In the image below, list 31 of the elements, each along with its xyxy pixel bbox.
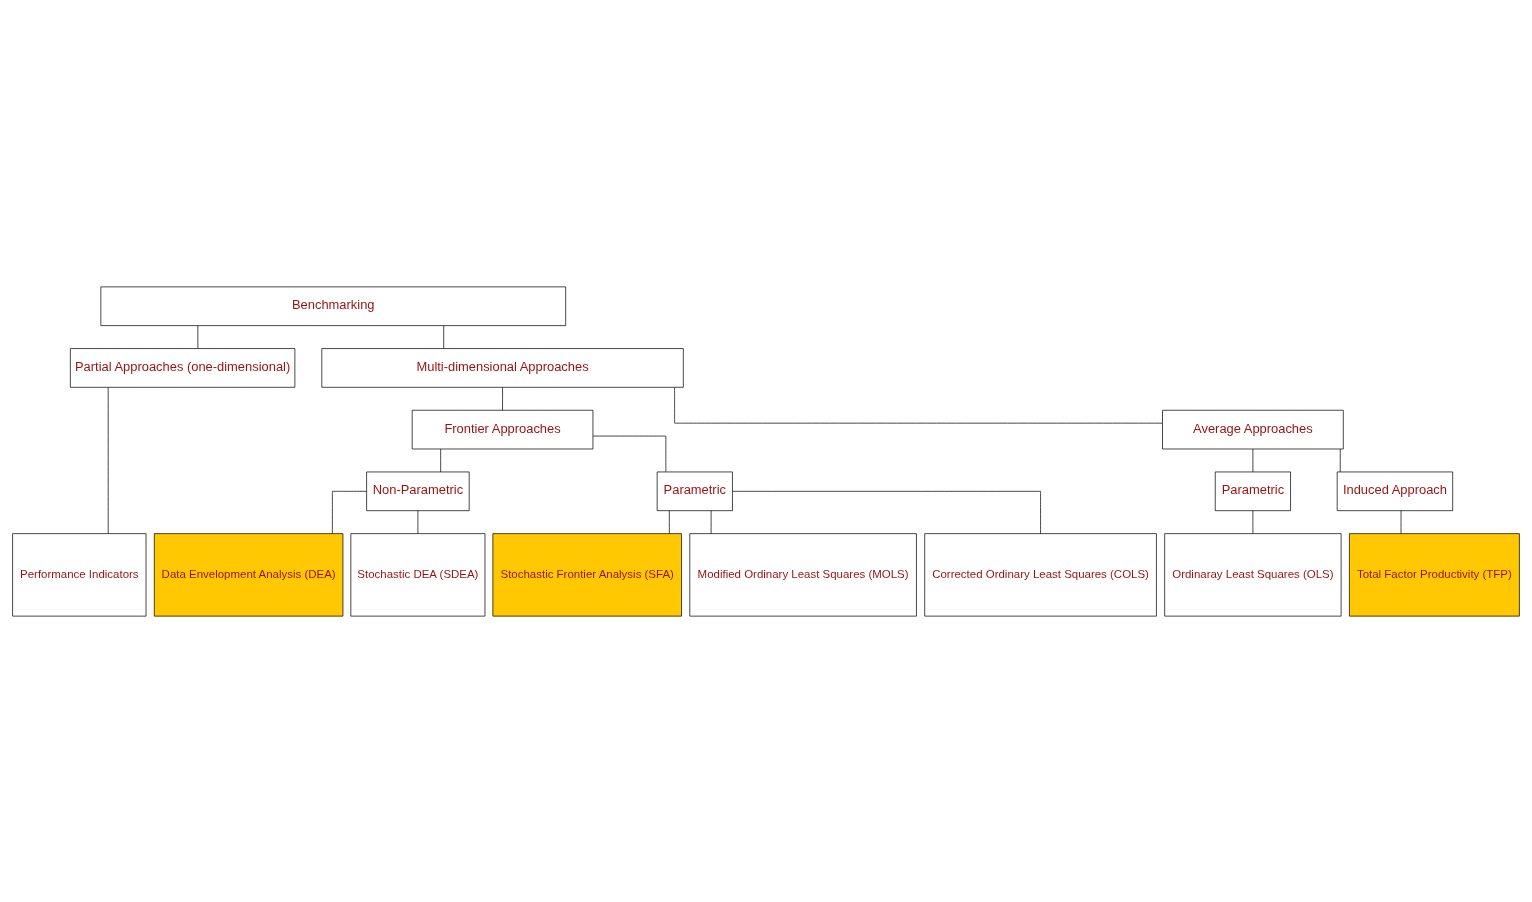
node-box: Average Approaches <box>1162 409 1344 449</box>
node-box: Parametric <box>1214 471 1291 511</box>
node-box: Performance Indicators <box>12 532 147 616</box>
connector <box>710 509 712 534</box>
node-box: Benchmarking <box>100 286 567 326</box>
node-box: Multi-dimensional Approaches <box>321 347 684 388</box>
node-box: Frontier Approaches <box>411 409 594 449</box>
node-box: Parametric <box>656 471 733 511</box>
connector <box>1252 509 1254 534</box>
connector <box>1400 509 1402 534</box>
connector <box>502 386 503 411</box>
node-box: Partial Approaches (one-dimensional) <box>70 347 296 388</box>
node-box: Induced Approach <box>1336 471 1454 511</box>
connector <box>732 490 1041 534</box>
node-box: Non-Parametric <box>366 471 470 511</box>
node-box: Corrected Ordinary Least Squares (COLS) <box>924 532 1157 616</box>
node-box: Stochastic DEA (SDEA) <box>350 532 486 616</box>
connector <box>440 448 442 472</box>
connector <box>1339 448 1341 472</box>
connector <box>107 386 109 534</box>
node-box: Ordinaray Least Squares (OLS) <box>1164 532 1342 616</box>
node-box: Total Factor Productivity (TFP) <box>1349 532 1520 616</box>
connector <box>332 490 367 534</box>
node-box: Data Envelopment Analysis (DEA) <box>153 532 344 616</box>
connector <box>669 509 670 534</box>
node-box: Modified Ordinary Least Squares (MOLS) <box>689 532 917 616</box>
connector <box>417 509 419 534</box>
connector <box>443 324 445 349</box>
connector <box>674 386 1163 424</box>
connector <box>197 324 199 349</box>
node-box: Stochastic Frontier Analysis (SFA) <box>492 532 682 616</box>
